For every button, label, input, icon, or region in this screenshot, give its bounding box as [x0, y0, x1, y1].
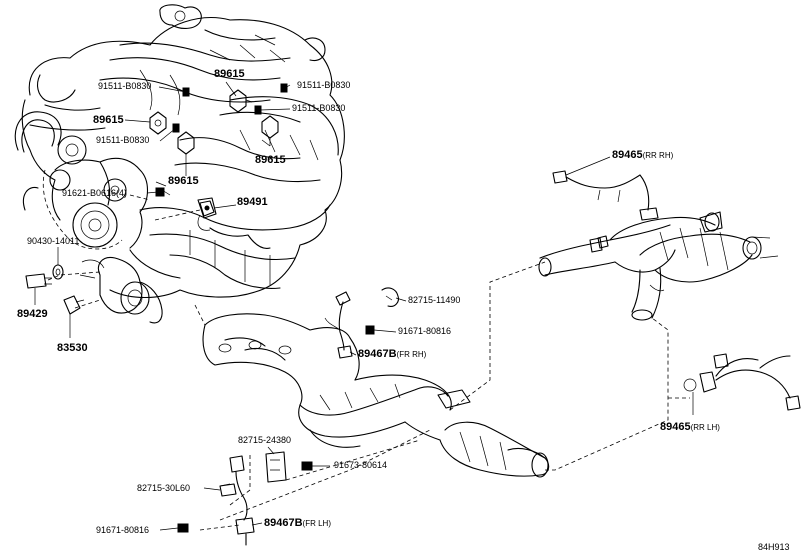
bolt-2 [280, 83, 288, 93]
part-number: 89467B [358, 348, 397, 360]
part-number: 89465 [612, 149, 643, 161]
callout-91511-b0830-b: 91511-B0830 [297, 80, 351, 90]
callout-89465-rr-rh: 89465(RR RH) [612, 150, 673, 161]
callout-89615-b: 89615 [93, 114, 124, 126]
callout-89615-a: 89615 [214, 68, 245, 80]
callout-82715-11490: 82715-11490 [408, 295, 461, 305]
clamp-lh [219, 483, 237, 497]
sensor-bracket-rh [381, 287, 399, 307]
callout-91671-80816-a: 91671-80816 [398, 326, 452, 336]
position-note: (FR RH) [396, 350, 427, 359]
callout-89467b-fr-rh: 89467B(FR RH) [358, 349, 426, 360]
callout-89465-rr-lh: 89465(RR LH) [660, 422, 720, 433]
callout-89491: 89491 [237, 196, 268, 208]
front-catalytic-converter [404, 421, 550, 478]
sensor-bracket-lh [265, 451, 287, 483]
callout-83530: 83530 [57, 342, 88, 354]
o2-sensor-fr-lh [219, 455, 255, 546]
callout-91511-b0830-c: 91511-B0830 [292, 103, 346, 113]
callout-91671-80816-b: 91671-80816 [96, 525, 150, 535]
camshaft-position-sensor-1 [149, 111, 167, 135]
camshaft-position-sensor-3 [261, 115, 279, 146]
rear-catalytic-converter [538, 211, 779, 321]
callout-90430-14011: 90430-14011 [27, 236, 80, 246]
callout-82715-24380: 82715-24380 [238, 435, 292, 445]
camshaft-position-sensor-4 [177, 131, 195, 162]
callout-91511-b0830-a: 91511-B0830 [98, 81, 152, 91]
callout-82715-30l60: 82715-30L60 [137, 483, 191, 493]
callout-89615-c: 89615 [255, 154, 286, 166]
callout-89429: 89429 [17, 308, 48, 320]
part-number: 89465 [660, 421, 691, 433]
oil-pressure-switch [25, 273, 52, 289]
callout-89467b-fr-lh: 89467B(FR LH) [264, 518, 331, 529]
position-note: (RR LH) [690, 423, 720, 432]
position-note: (RR RH) [642, 151, 674, 160]
part-number: 89467B [264, 517, 303, 529]
o2-sensor-fr-rh [324, 291, 353, 359]
water-temp-sensor [63, 295, 85, 315]
engine-assembly [14, 4, 345, 324]
callout-89615-d: 89615 [168, 175, 199, 187]
o2-sensor-rr-rh [552, 170, 659, 249]
o2-sensor-rr-lh [683, 353, 801, 411]
bolt-5 [155, 187, 165, 197]
callout-91673-80614: 91673-80614 [334, 460, 388, 470]
knock-sensor [199, 200, 215, 217]
position-note: (FR LH) [302, 519, 331, 528]
diagram-reference-code: 84H913 [758, 542, 790, 552]
bolt-6 [365, 325, 375, 335]
callout-91621-b0616: 91621-B0616(4) [62, 188, 128, 198]
bolt-3 [254, 105, 262, 115]
bolt-7 [301, 461, 313, 471]
camshaft-position-sensor-2 [229, 89, 253, 113]
bolt-8 [177, 523, 189, 533]
callout-91511-b0830-d: 91511-B0830 [96, 135, 150, 145]
connection-lines [47, 194, 690, 531]
leader-lines [34, 81, 694, 531]
exhaust-manifold-front [202, 313, 471, 448]
